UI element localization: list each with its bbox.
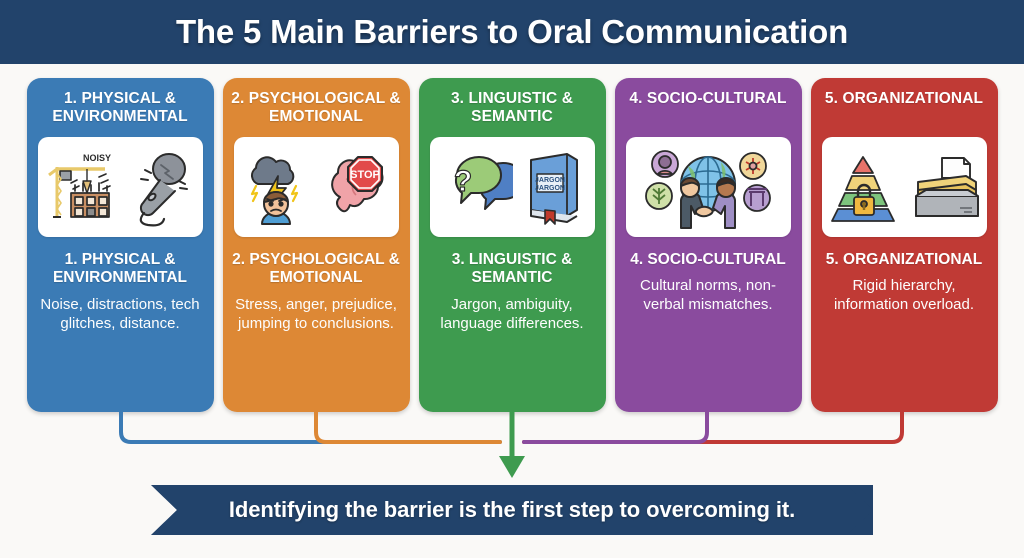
- connector-lines: [119, 410, 904, 478]
- conclusion-banner-wrap: Identifying the barrier is the first ste…: [0, 481, 1024, 539]
- connector-psychological: [314, 410, 502, 444]
- question-speech-bubble-icon: ?: [453, 156, 513, 210]
- stop-label: STOP: [350, 169, 380, 181]
- barrier-card-organizational[interactable]: 5. ORGANIZATIONAL: [810, 78, 998, 412]
- question-mark-glyph: ?: [454, 165, 472, 198]
- card-title-label: 4. SOCIO-CULTURAL: [630, 251, 786, 268]
- title-bar: The 5 Main Barriers to Oral Communicatio…: [0, 0, 1024, 64]
- file-tray-icon: [915, 157, 979, 217]
- icon-panel-physical: NOISY: [37, 137, 203, 237]
- card-header-label: 2. PSYCHOLOGICAL & EMOTIONAL: [231, 90, 401, 126]
- card-title-label: 5. ORGANIZATIONAL: [825, 251, 983, 268]
- card-header-label: 1. PHYSICAL & ENVIRONMENTAL: [52, 90, 188, 126]
- connector-organizational: [522, 410, 904, 444]
- card-title-label: 2. PSYCHOLOGICAL & EMOTIONAL: [232, 251, 400, 287]
- icon-panel-sociocultural: [625, 137, 791, 237]
- barrier-card-linguistic[interactable]: 3. LINGUISTIC & SEMANTIC ? JARG: [418, 78, 606, 412]
- card-title-label: 3. LINGUISTIC & SEMANTIC: [451, 251, 573, 287]
- card-header-label: 5. ORGANIZATIONAL: [824, 90, 984, 107]
- storm-cloud-person-icon: [250, 156, 299, 225]
- barrier-card-physical[interactable]: 1. PHYSICAL & ENVIRONMENTAL: [26, 78, 214, 412]
- jargon-book-icon: JARGON JARGON: [530, 153, 578, 225]
- card-description: Stress, anger, prejudice, jumping to con…: [235, 295, 397, 332]
- connector-physical: [119, 410, 502, 444]
- noisy-label: NOISY: [83, 153, 111, 163]
- connector-sociocultural: [522, 410, 709, 444]
- page-title: The 5 Main Barriers to Oral Communicatio…: [175, 13, 849, 50]
- microphone-icon: [139, 153, 188, 227]
- card-title-label: 1. PHYSICAL & ENVIRONMENTAL: [52, 251, 188, 287]
- icon-panel-organizational: [821, 137, 987, 237]
- card-description: Noise, distractions, tech glitches, dist…: [40, 295, 200, 332]
- barrier-card-row: 1. PHYSICAL & ENVIRONMENTAL: [0, 78, 1024, 418]
- barrier-card-sociocultural[interactable]: 4. SOCIO-CULTURAL: [614, 78, 802, 412]
- globe-handshake-icon: [645, 150, 771, 229]
- conclusion-banner-inner: Identifying the barrier is the first ste…: [151, 485, 873, 535]
- card-header-label: 3. LINGUISTIC & SEMANTIC: [450, 90, 574, 126]
- svg-text:JARGON: JARGON: [535, 177, 565, 184]
- card-description: Rigid hierarchy, information overload.: [833, 277, 975, 314]
- card-description: Cultural norms, non-verbal mismatches.: [640, 277, 776, 314]
- conclusion-text: Identifying the barrier is the first ste…: [228, 497, 796, 522]
- card-header-label: 4. SOCIO-CULTURAL: [629, 90, 787, 107]
- barrier-card-psychological[interactable]: 2. PSYCHOLOGICAL & EMOTIONAL: [222, 78, 410, 412]
- construction-crane-icon: NOISY: [48, 153, 111, 218]
- icon-panel-psychological: STOP: [233, 137, 399, 237]
- svg-text:JARGON: JARGON: [535, 185, 565, 192]
- card-description: Jargon, ambiguity, language differences.: [440, 295, 584, 332]
- down-arrow-icon: [499, 456, 525, 478]
- icon-panel-linguistic: ? JARGON JARGON: [429, 137, 595, 237]
- conclusion-banner: Identifying the barrier is the first ste…: [151, 485, 873, 535]
- brain-stop-sign-icon: STOP: [331, 156, 384, 213]
- hierarchy-pyramid-lock-icon: [831, 156, 895, 222]
